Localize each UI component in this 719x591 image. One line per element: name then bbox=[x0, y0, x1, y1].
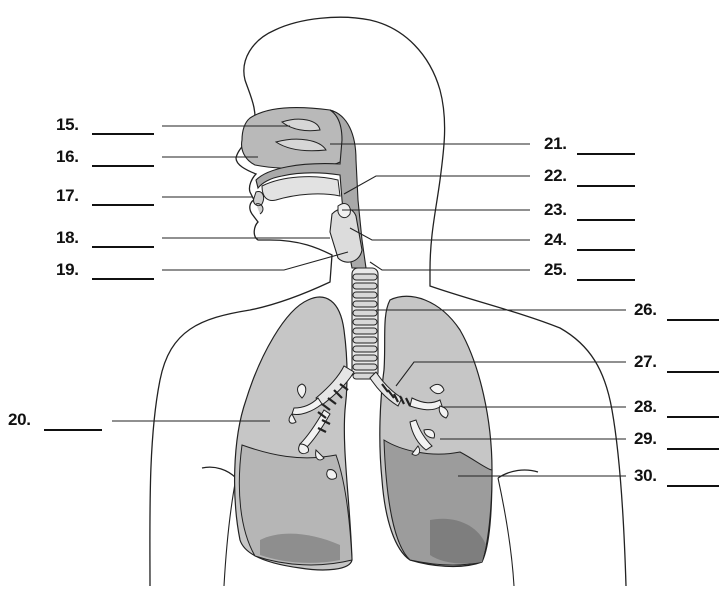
trachea bbox=[352, 268, 378, 379]
label-20-number: 20. bbox=[8, 410, 31, 430]
left-arm-line bbox=[202, 467, 236, 478]
label-29-blank[interactable] bbox=[667, 448, 719, 450]
leader-24 bbox=[350, 228, 530, 240]
label-27-number: 27. bbox=[634, 352, 657, 372]
label-18-blank[interactable] bbox=[92, 246, 154, 248]
label-22-number: 22. bbox=[544, 166, 567, 186]
label-22-blank[interactable] bbox=[577, 185, 635, 187]
label-26-blank[interactable] bbox=[667, 319, 719, 321]
trachea-ring bbox=[353, 283, 377, 289]
epiglottis bbox=[338, 204, 350, 218]
label-15-number: 15. bbox=[56, 115, 79, 135]
label-20-blank[interactable] bbox=[44, 429, 102, 431]
leader-19 bbox=[162, 252, 348, 270]
label-23-number: 23. bbox=[544, 200, 567, 220]
trachea-ring bbox=[353, 310, 377, 316]
label-19-blank[interactable] bbox=[92, 278, 154, 280]
leader-25 bbox=[370, 262, 530, 270]
label-28-number: 28. bbox=[634, 397, 657, 417]
label-25-number: 25. bbox=[544, 260, 567, 280]
lips bbox=[254, 192, 264, 214]
label-15-blank[interactable] bbox=[92, 133, 154, 135]
nasal-cavity bbox=[242, 108, 352, 169]
label-24-blank[interactable] bbox=[577, 249, 635, 251]
label-16-blank[interactable] bbox=[92, 165, 154, 167]
label-26-number: 26. bbox=[634, 300, 657, 320]
right-arm-line bbox=[498, 470, 538, 478]
label-19-number: 19. bbox=[56, 260, 79, 280]
trachea-ring bbox=[353, 301, 377, 307]
trachea-ring bbox=[353, 319, 377, 325]
label-16-number: 16. bbox=[56, 147, 79, 167]
trachea-ring bbox=[353, 328, 377, 334]
label-27-blank[interactable] bbox=[667, 371, 719, 373]
label-30-blank[interactable] bbox=[667, 485, 719, 487]
trachea-ring bbox=[353, 355, 377, 361]
label-30-number: 30. bbox=[634, 466, 657, 486]
label-24-number: 24. bbox=[544, 230, 567, 250]
right-side-line bbox=[498, 478, 514, 586]
left-side-line bbox=[224, 478, 236, 586]
trachea-ring bbox=[353, 337, 377, 343]
label-21-number: 21. bbox=[544, 134, 567, 154]
label-17-number: 17. bbox=[56, 186, 79, 206]
label-18-number: 18. bbox=[56, 228, 79, 248]
label-21-blank[interactable] bbox=[577, 153, 635, 155]
label-29-number: 29. bbox=[634, 429, 657, 449]
label-23-blank[interactable] bbox=[577, 219, 635, 221]
label-28-blank[interactable] bbox=[667, 416, 719, 418]
label-17-blank[interactable] bbox=[92, 204, 154, 206]
trachea-ring bbox=[353, 364, 377, 370]
trachea-ring bbox=[353, 292, 377, 298]
trachea-ring bbox=[353, 274, 377, 280]
oral-cavity bbox=[262, 177, 340, 201]
label-25-blank[interactable] bbox=[577, 279, 635, 281]
trachea-ring bbox=[353, 346, 377, 352]
leader-22 bbox=[344, 176, 530, 194]
